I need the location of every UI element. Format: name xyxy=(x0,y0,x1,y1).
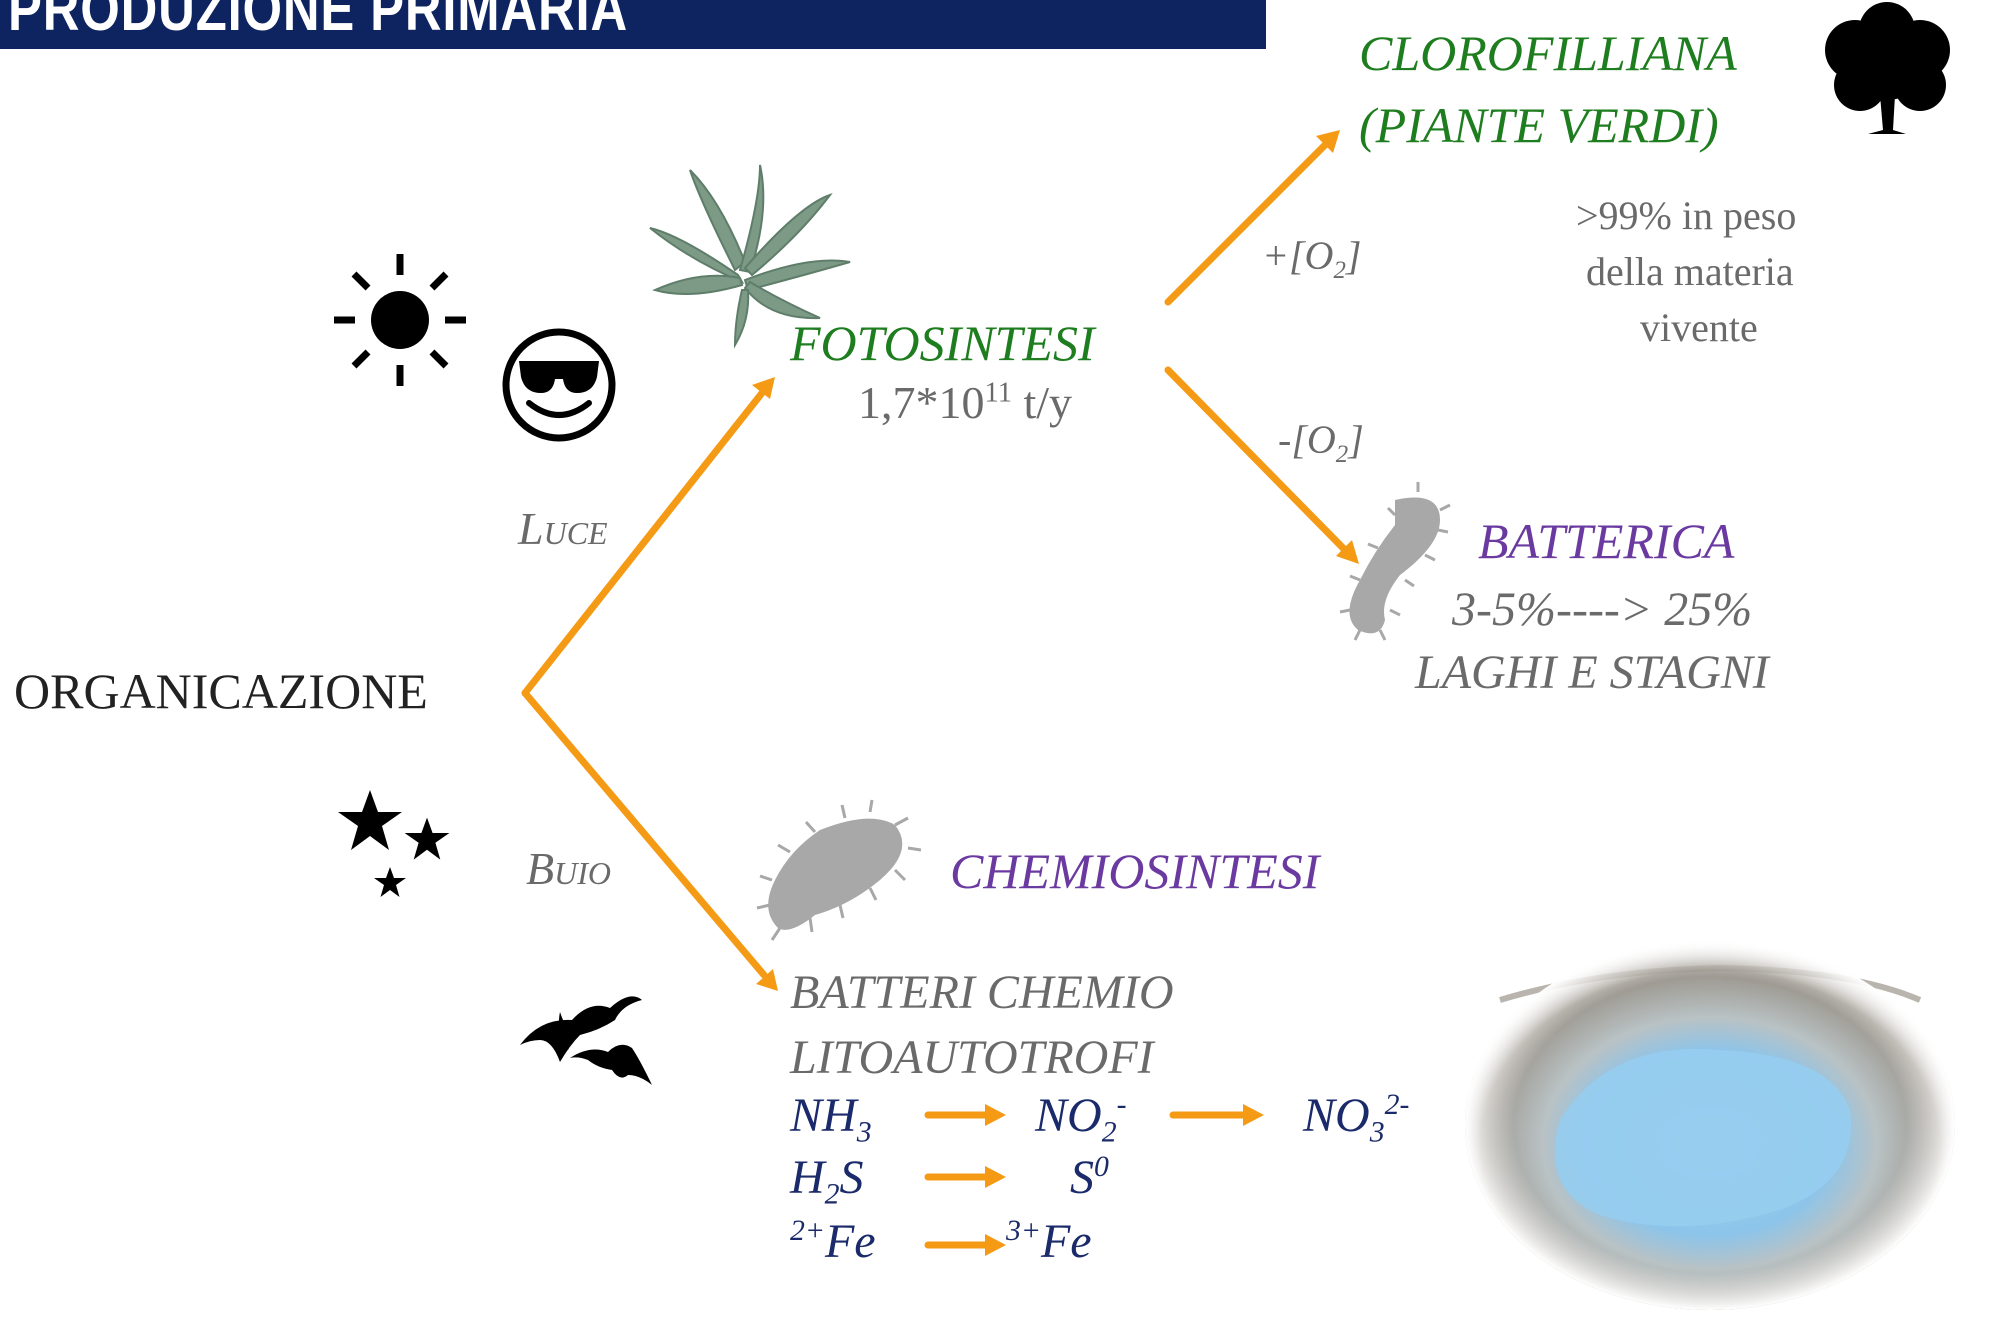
chemiosintesi-line-2: LITOAUTOTROFI xyxy=(790,1031,1154,1084)
arrow-batterica xyxy=(1164,366,1359,564)
reaction-3-reactant: 2+Fe xyxy=(790,1214,876,1268)
hot-spring-image xyxy=(1465,940,1955,1310)
clorofilliana-title: CLOROFILLIANA xyxy=(1359,25,1737,81)
oxygen-minus-label: -[O2] xyxy=(1278,417,1364,468)
stars-icon xyxy=(338,790,450,897)
bacterium-icon-chemio xyxy=(756,799,922,941)
chemiosintesi-title: CHEMIOSINTESI xyxy=(950,843,1320,899)
header-banner: PRODUZIONE PRIMARIA xyxy=(0,0,1266,49)
arrow-luce xyxy=(521,377,775,697)
cool-smiley-icon xyxy=(502,328,616,442)
clorofilliana-note-1: >99% in peso xyxy=(1576,193,1797,238)
tree-icon xyxy=(1825,2,1950,134)
arrow-buio xyxy=(521,689,778,991)
batterica-habitat: LAGHI E STAGNI xyxy=(1415,646,1769,699)
clorofilliana-note-3: vivente xyxy=(1640,305,1758,350)
reaction-1-product: NO32- xyxy=(1303,1088,1410,1149)
sun-icon xyxy=(334,254,466,386)
clorofilliana-note-2: della materia xyxy=(1586,249,1794,294)
batterica-title: BATTERICA xyxy=(1478,513,1735,569)
plant-image xyxy=(649,164,851,349)
clorofilliana-subtitle: (PIANTE VERDI) xyxy=(1359,97,1719,153)
reaction-2-product: S0 xyxy=(1070,1150,1109,1204)
page-title: PRODUZIONE PRIMARIA xyxy=(8,0,629,44)
reaction-1-intermediate: NO2- xyxy=(1035,1088,1127,1149)
reaction-arrow-2 xyxy=(924,1166,1006,1188)
chemiosintesi-line-1: BATTERI CHEMIO xyxy=(790,966,1174,1019)
fotosintesi-value: 1,7*1011 t/y xyxy=(858,377,1073,428)
reaction-3-product: 3+Fe xyxy=(1006,1214,1092,1268)
reaction-arrow-1a xyxy=(924,1104,1006,1126)
arrow-clorofilliana xyxy=(1164,130,1340,306)
batterica-percentage: 3-5%----> 25% xyxy=(1452,583,1753,636)
reaction-1-reactant: NH3 xyxy=(790,1089,872,1149)
branch-label-luce: Luce xyxy=(518,503,608,554)
reaction-2-reactant: H2S xyxy=(790,1151,864,1211)
reaction-arrow-1b xyxy=(1169,1104,1264,1126)
branch-label-buio: Buio xyxy=(526,843,611,894)
oxygen-plus-label: +[O2] xyxy=(1262,233,1362,284)
fotosintesi-title: FOTOSINTESI xyxy=(790,315,1095,371)
bats-icon xyxy=(520,996,652,1085)
reaction-arrow-3 xyxy=(924,1234,1006,1256)
bacterium-icon xyxy=(1339,482,1451,641)
root-label: ORGANICAZIONE xyxy=(14,663,428,719)
